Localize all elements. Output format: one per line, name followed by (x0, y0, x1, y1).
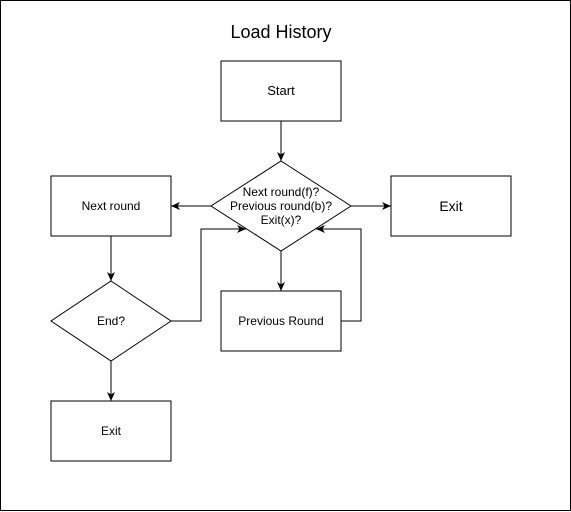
start-box (220, 60, 342, 122)
exit-bottom-box (50, 400, 172, 462)
arrow-end-back-to-decision (171, 225, 246, 322)
main-decision-diamond (210, 160, 352, 252)
previous-round-box (220, 290, 342, 352)
next-round-box (50, 175, 172, 237)
arrow-previous-round-back-to-decision (316, 225, 362, 322)
end-decision-diamond (50, 280, 172, 362)
exit-right-box (390, 175, 512, 237)
